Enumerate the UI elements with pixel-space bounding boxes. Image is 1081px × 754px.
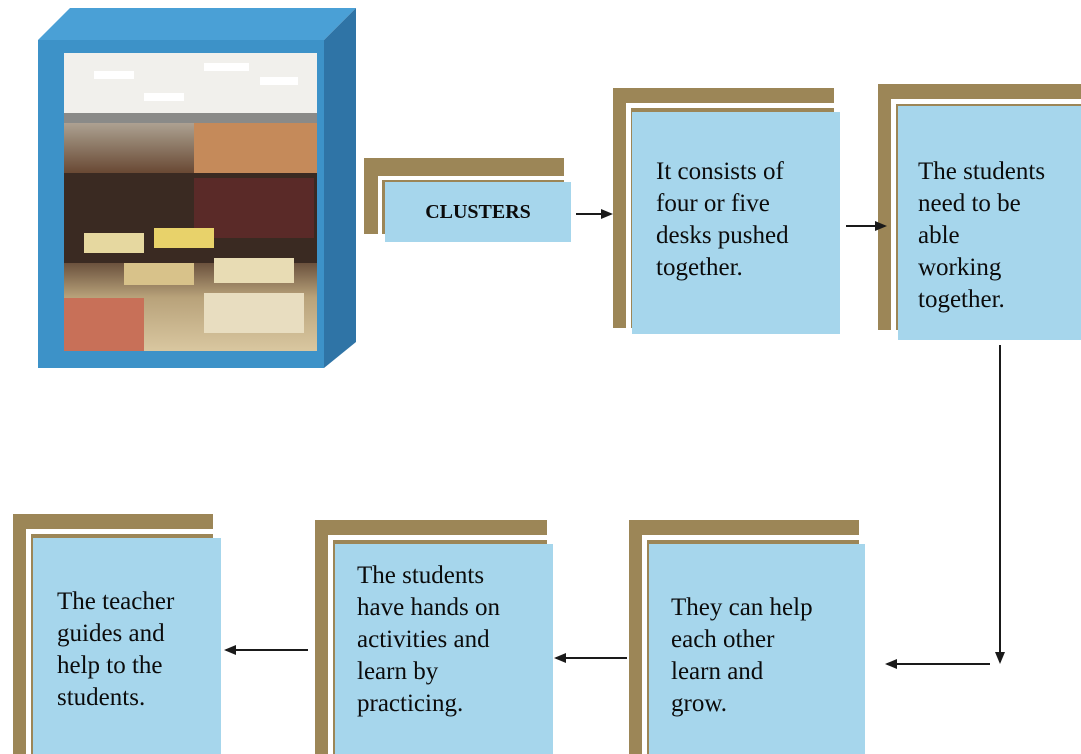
card-4: The students have hands on activities an… [335,544,553,754]
card-2-text: The students need to be able working tog… [918,158,1046,313]
card-5: The teacher guides and help to the stude… [33,538,221,754]
clusters-label-text: CLUSTERS [425,200,531,223]
classroom-photo-drawing [64,53,317,351]
classroom-photo [64,53,317,351]
card-5-text: The teacher guides and help to the stude… [57,588,175,711]
card-3-text: They can help each other learn and grow. [671,594,813,717]
clusters-label: CLUSTERS [385,182,571,242]
card-1-text: It consists of four or five desks pushed… [656,158,789,281]
card-2: The students need to be able working tog… [898,106,1081,340]
card-1: It consists of four or five desks pushed… [632,112,840,334]
card-4-text: The students have hands on activities an… [357,562,501,717]
card-3: They can help each other learn and grow. [649,544,865,754]
